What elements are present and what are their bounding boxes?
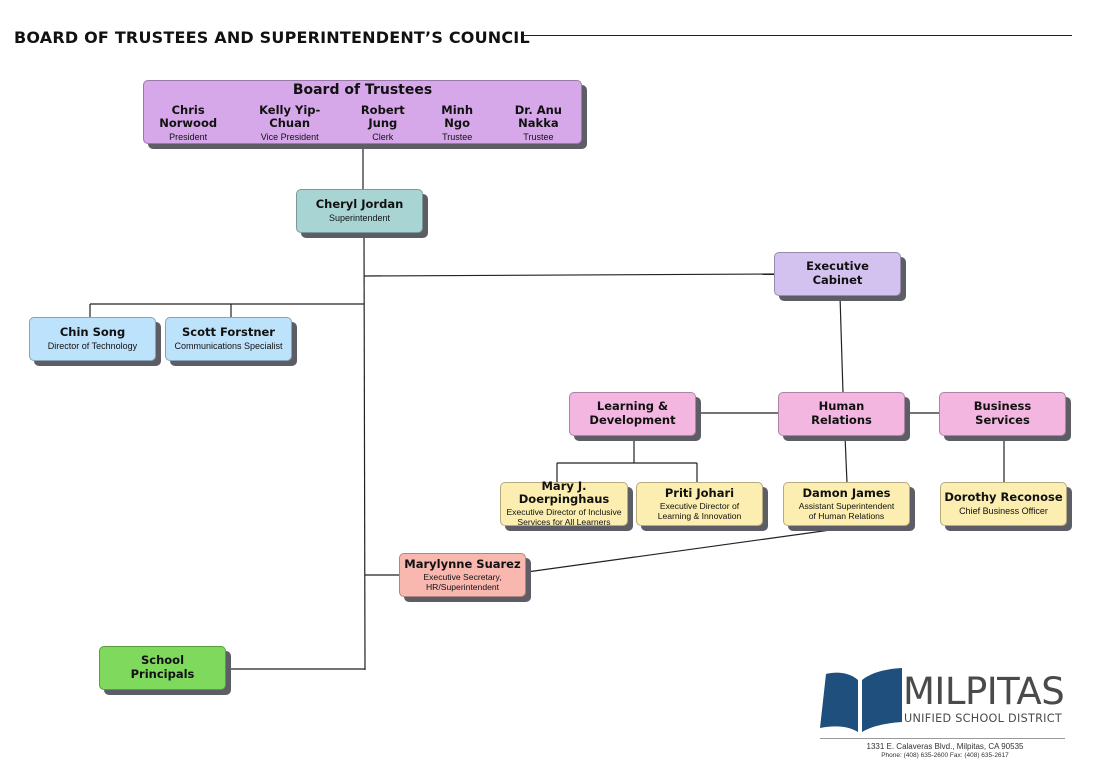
logo-name: MILPITAS (903, 670, 1065, 713)
scott-forstner-role: Communications Specialist (174, 341, 283, 352)
learning-development-line2: Development (589, 413, 676, 427)
learning-development-box: Learning & Development (569, 392, 696, 436)
learning-development-line1: Learning & (596, 399, 669, 414)
human-relations-line1: Human (818, 399, 865, 414)
board-member: Kelly Yip-Chuan Vice President (242, 102, 337, 143)
board-member-name: Kelly Yip-Chuan (259, 102, 321, 130)
marylynne-suarez-box: Marylynne Suarez Executive Secretary, HR… (399, 553, 526, 597)
board-member-name: Robert Jung (360, 102, 405, 130)
damon-james-role-line2: of Human Relations (808, 510, 885, 521)
chin-song-role: Director of Technology (47, 341, 138, 352)
district-phone: Phone: (408) 635-2600 Fax: (408) 635-261… (881, 752, 1009, 759)
priti-johari-box: Priti Johari Executive Director of Learn… (636, 482, 763, 526)
board-member: Dr. Anu Nakka Trustee (496, 102, 581, 143)
superintendent-box: Cheryl Jordan Superintendent (296, 189, 423, 233)
board-title: Board of Trustees (292, 81, 433, 98)
board-member: Minh Ngo Trustee (429, 102, 486, 143)
board-member-name: Minh Ngo (441, 102, 474, 130)
dorothy-reconose-box: Dorothy Reconose Chief Business Officer (940, 482, 1067, 526)
superintendent-role: Superintendent (328, 213, 391, 224)
priti-johari-name: Priti Johari (664, 485, 735, 500)
marylynne-suarez-role-line1: Executive Secretary, (423, 571, 502, 582)
line-superintendent-trunk (363, 232, 366, 671)
scott-forstner-name: Scott Forstner (182, 325, 275, 340)
chin-song-box: Chin Song Director of Technology (29, 317, 156, 361)
executive-cabinet-line1: Executive (806, 259, 869, 274)
damon-james-box: Damon James Assistant Superintendent of … (783, 482, 910, 526)
board-member-role: Vice President (260, 132, 319, 143)
chin-song-name: Chin Song (59, 325, 126, 340)
business-services-box: Business Services (939, 392, 1066, 436)
mary-doerpinghaus-name: Mary J. Doerpinghaus (518, 478, 610, 507)
marylynne-suarez-name: Marylynne Suarez (404, 556, 521, 571)
mary-doerpinghaus-role-line2: Services for All Learners (517, 517, 611, 528)
line-cabinet-hr (839, 295, 844, 394)
priti-johari-role-line1: Executive Director of (659, 500, 740, 511)
business-services-line2: Services (975, 413, 1030, 427)
logo-rule (820, 738, 1065, 739)
executive-cabinet-line2: Cabinet (812, 273, 863, 287)
human-relations-box: Human Relations (778, 392, 905, 436)
district-logo: MILPITAS UNIFIED SCHOOL DISTRICT 1331 E.… (820, 668, 1070, 760)
school-principals-line1: School (140, 653, 185, 668)
board-member-name: Dr. Anu Nakka (514, 102, 562, 130)
dorothy-reconose-role: Chief Business Officer (959, 506, 1048, 517)
human-relations-line2: Relations (811, 413, 872, 427)
board-member-role: Clerk (372, 132, 394, 143)
board-of-trustees-box: Board of Trustees Chris Norwood Presiden… (143, 80, 582, 144)
mary-doerpinghaus-role-line1: Executive Director of Inclusive (506, 507, 622, 518)
mary-doerpinghaus-box: Mary J. Doerpinghaus Executive Director … (500, 478, 628, 528)
page-title: BOARD OF TRUSTEES AND SUPERINTENDENT’S C… (14, 28, 530, 47)
open-book-icon (820, 668, 902, 732)
executive-cabinet-box: Executive Cabinet (774, 252, 901, 296)
line-damon-marylynne (526, 526, 853, 573)
board-member: Chris Norwood President (144, 102, 232, 143)
board-member: Robert Jung Clerk (347, 102, 418, 143)
line-trunk-cabinet (363, 273, 776, 277)
school-principals-box: School Principals (99, 646, 226, 690)
logo-subtitle: UNIFIED SCHOOL DISTRICT (904, 712, 1063, 725)
board-member-role: President (169, 132, 208, 143)
line-hr-damon (844, 435, 848, 484)
priti-johari-role-line2: Learning & Innovation (657, 510, 742, 521)
board-member-role: Trustee (523, 132, 554, 143)
board-member-name: Chris Norwood (159, 102, 218, 130)
scott-forstner-box: Scott Forstner Communications Specialist (165, 317, 292, 361)
school-principals-line2: Principals (130, 667, 195, 681)
damon-james-role-line1: Assistant Superintendent (798, 500, 895, 511)
board-member-role: Trustee (442, 132, 473, 143)
district-address: 1331 E. Calaveras Blvd., Milpitas, CA 90… (866, 742, 1024, 751)
damon-james-name: Damon James (802, 485, 891, 500)
business-services-line1: Business (973, 399, 1032, 414)
marylynne-suarez-role-line2: HR/Superintendent (425, 581, 500, 592)
superintendent-name: Cheryl Jordan (315, 197, 404, 212)
board-members: Chris Norwood President Kelly Yip-Chuan … (144, 102, 581, 143)
dorothy-reconose-name: Dorothy Reconose (944, 490, 1063, 505)
title-rule (522, 35, 1072, 36)
